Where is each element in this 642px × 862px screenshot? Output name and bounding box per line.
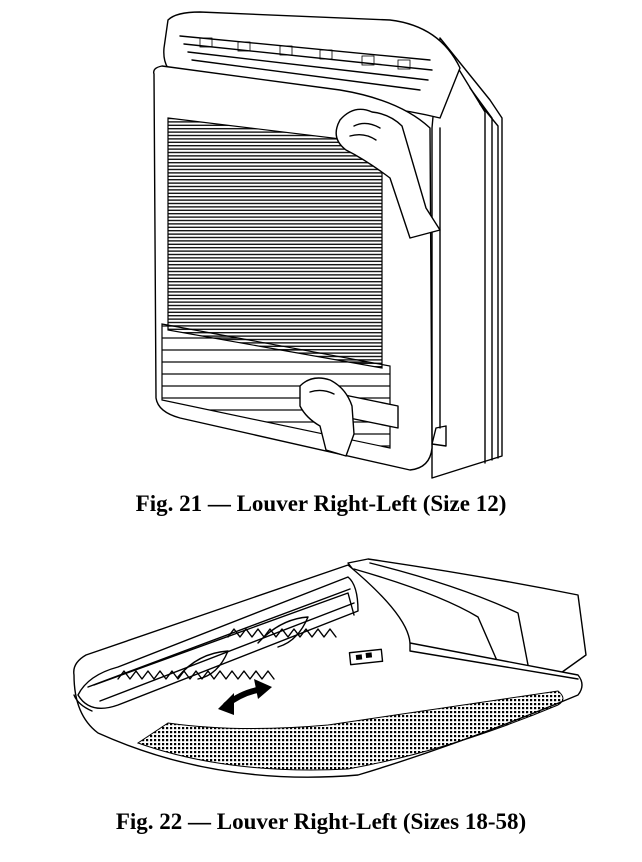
figure-21-caption: Fig. 21 — Louver Right-Left (Size 12) [135,491,507,516]
ceiling-unit-illustration [73,558,587,778]
double-arrow-icon [218,679,272,715]
figure-22-caption: Fig. 22 — Louver Right-Left (Sizes 18-58… [115,809,527,834]
console-unit-illustration [152,11,503,479]
